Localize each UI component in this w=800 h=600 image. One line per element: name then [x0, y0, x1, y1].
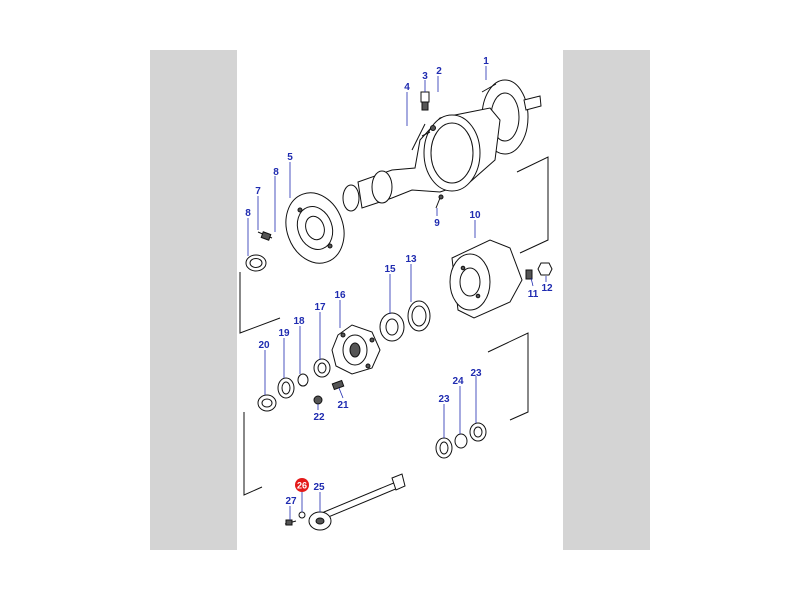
part-10-brake-drum	[449, 239, 523, 319]
part-7-stud	[257, 231, 273, 241]
label-part-27[interactable]: 27	[285, 496, 297, 507]
part-24-ring	[454, 433, 468, 449]
part-8-seal	[245, 254, 267, 272]
part-21-bolt	[331, 379, 345, 391]
part-15-bearing	[379, 312, 405, 342]
part-4-axle-housing	[342, 107, 501, 212]
part-9-bolt	[435, 194, 444, 209]
label-part-4[interactable]: 4	[404, 82, 410, 93]
label-part-23-left[interactable]: 23	[438, 394, 450, 405]
bracket-left-lower	[243, 412, 263, 496]
label-part-23-right[interactable]: 23	[470, 368, 482, 379]
label-part-26-highlighted[interactable]: 26	[295, 478, 309, 492]
label-part-1[interactable]: 1	[483, 56, 489, 67]
part-11-bolt	[525, 269, 533, 280]
label-part-20[interactable]: 20	[258, 340, 270, 351]
label-part-7[interactable]: 7	[255, 186, 261, 197]
label-part-8-lower[interactable]: 8	[245, 208, 251, 219]
label-part-15[interactable]: 15	[384, 264, 396, 275]
label-part-3[interactable]: 3	[422, 71, 428, 82]
part-12-nut	[537, 262, 553, 276]
label-part-25[interactable]: 25	[313, 482, 325, 493]
part-2-3-breather	[420, 91, 430, 111]
label-part-13[interactable]: 13	[405, 254, 417, 265]
label-part-19[interactable]: 19	[278, 328, 290, 339]
label-part-26-text: 26	[297, 481, 307, 491]
label-part-24[interactable]: 24	[452, 376, 464, 387]
part-22-nut	[313, 395, 323, 405]
part-19-ring	[277, 377, 295, 399]
part-25-axle-shaft	[308, 473, 406, 531]
part-23-ring-left	[435, 437, 453, 459]
label-part-22[interactable]: 22	[313, 412, 325, 423]
part-26-washer	[298, 511, 306, 519]
label-part-9[interactable]: 9	[434, 218, 440, 229]
part-16-wheel-hub	[331, 324, 381, 375]
part-5-backing-plate	[285, 192, 345, 264]
bracket-right-upper	[516, 156, 549, 254]
bracket-left-upper	[239, 272, 281, 334]
label-part-10[interactable]: 10	[469, 210, 481, 221]
part-18-ring	[297, 373, 309, 387]
part-17-ring	[313, 358, 331, 378]
label-part-11[interactable]: 11	[528, 289, 539, 300]
label-part-21[interactable]: 21	[337, 400, 349, 411]
part-13-bearing-race	[407, 300, 431, 332]
label-part-12[interactable]: 12	[541, 283, 553, 294]
part-23-ring-right	[469, 422, 487, 442]
label-part-17[interactable]: 17	[314, 302, 326, 313]
label-part-16[interactable]: 16	[334, 290, 346, 301]
label-part-5[interactable]: 5	[287, 152, 293, 163]
label-part-8-upper[interactable]: 8	[273, 167, 279, 178]
part-27-stud	[284, 519, 297, 526]
part-20-seal	[257, 394, 277, 412]
leader-lines	[247, 66, 547, 520]
bracket-right-lower	[487, 332, 529, 421]
label-part-2[interactable]: 2	[436, 66, 442, 77]
label-part-18[interactable]: 18	[293, 316, 305, 327]
